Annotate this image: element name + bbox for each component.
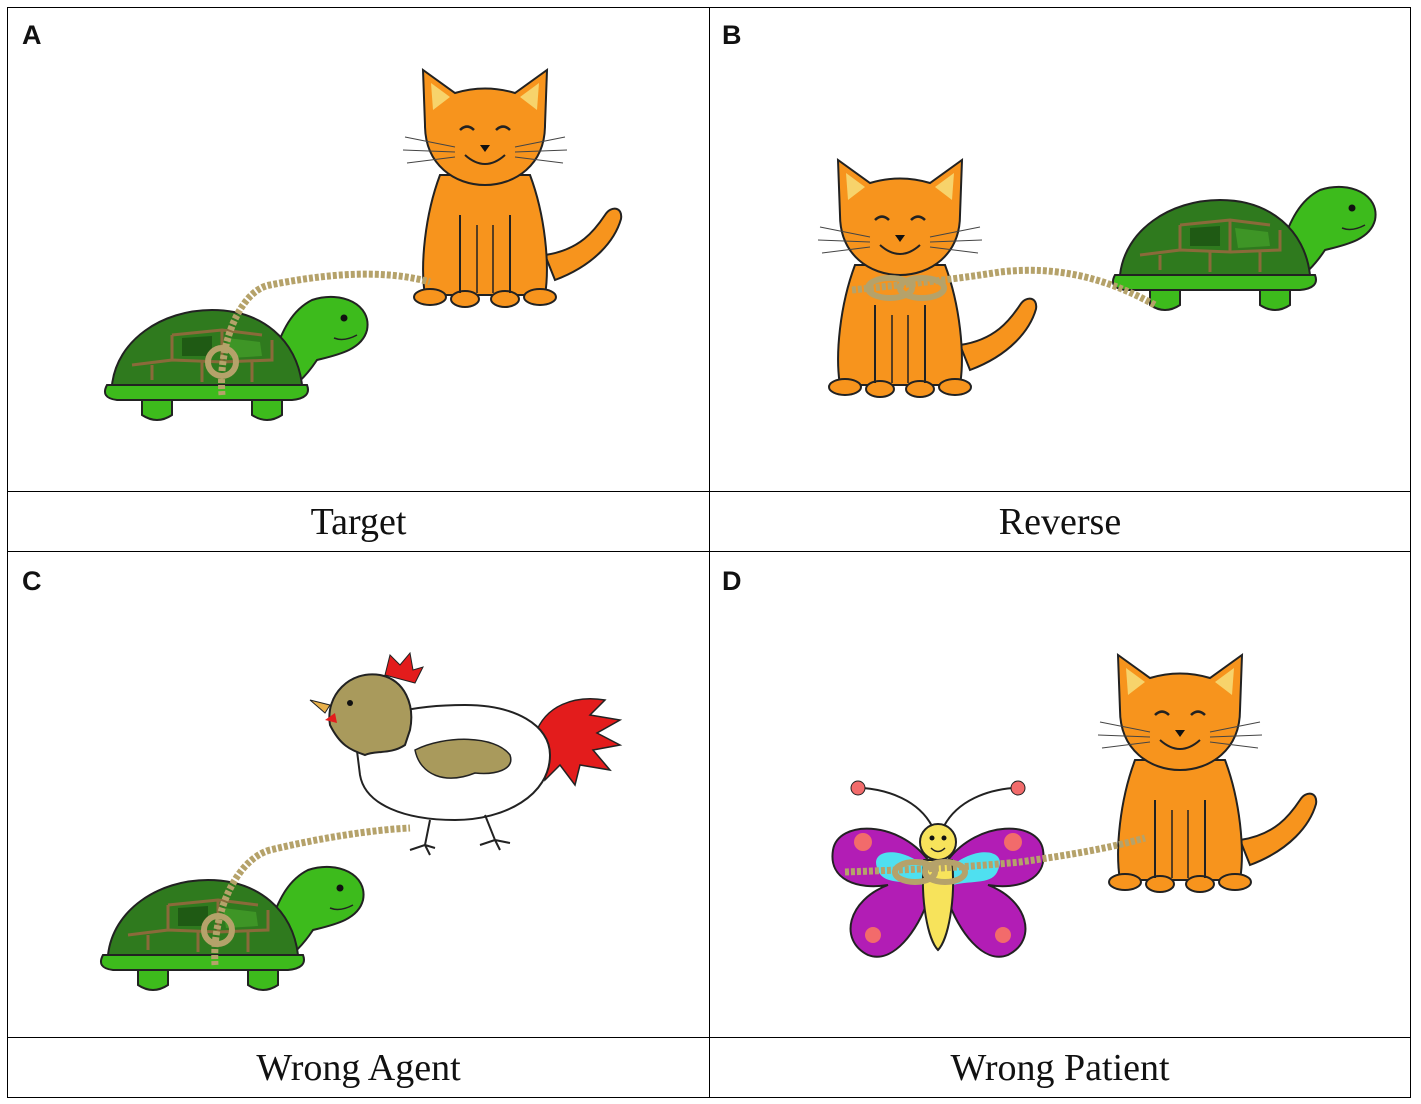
panel-letter-a: A (22, 20, 42, 50)
rope-illustration (851, 266, 1157, 309)
caption-target: Target (310, 500, 407, 543)
divider-vertical (709, 7, 710, 1098)
rope-illustration (211, 824, 411, 966)
caption-wrong-agent: Wrong Agent (256, 1046, 461, 1089)
panel-letter-d: D (722, 566, 742, 596)
panel-b-illustration (816, 158, 1378, 399)
turtle-illustration (1111, 185, 1378, 312)
panel-a-illustration (103, 68, 623, 422)
panel-d-illustration (831, 653, 1318, 958)
panel-letter-b: B (722, 20, 742, 50)
cat-illustration (1096, 653, 1318, 894)
rooster-illustration (309, 652, 621, 856)
cat-illustration (401, 68, 623, 309)
caption-wrong-patient: Wrong Patient (950, 1046, 1170, 1089)
panel-letter-c: C (22, 566, 42, 596)
divider-bottom-caption (7, 1037, 1411, 1038)
divider-top-caption (7, 491, 1411, 492)
rope-illustration (218, 270, 431, 396)
divider-middle (7, 551, 1411, 552)
panel-c-illustration (99, 652, 621, 992)
caption-reverse: Reverse (998, 500, 1122, 543)
